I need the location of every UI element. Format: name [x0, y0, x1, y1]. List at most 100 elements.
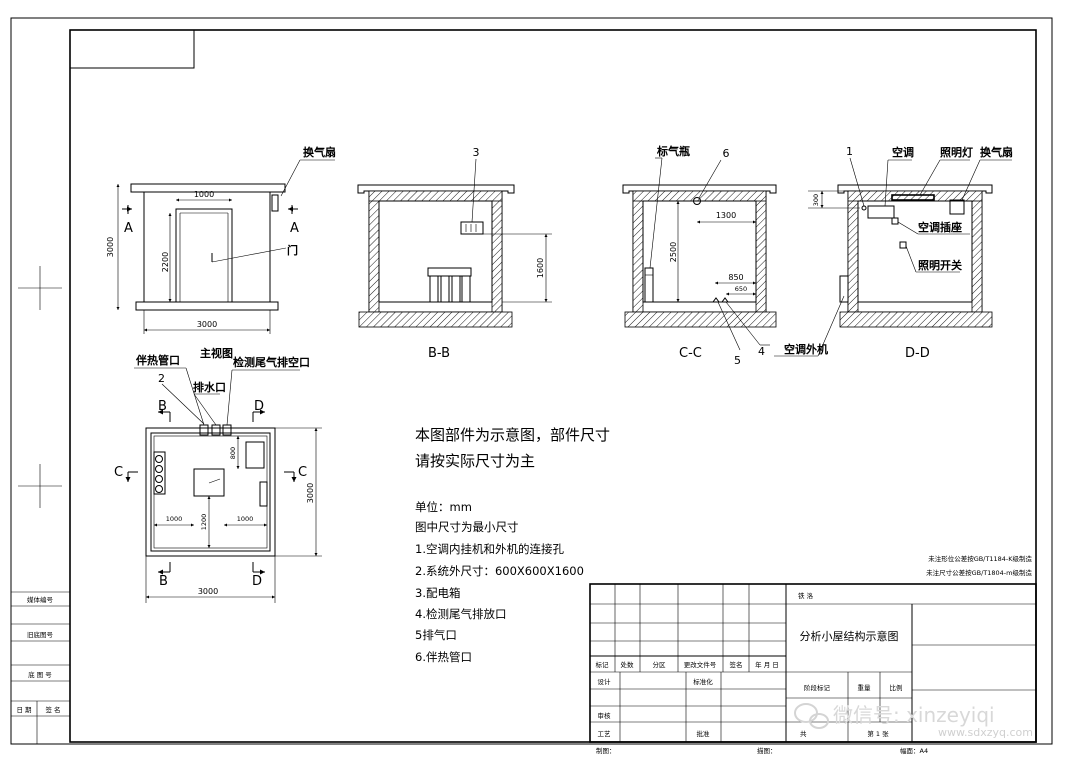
plan-dim-3000h: 3000 — [198, 587, 218, 596]
wechat-icon — [794, 703, 829, 729]
notes-heading-line2: 请按实际尺寸为主 — [415, 452, 535, 470]
bb-caption: B-B — [428, 346, 450, 361]
tb-scale: 比例 — [890, 683, 903, 692]
plan-dim-1000a: 1000 — [166, 515, 183, 523]
cc-dim-1300: 1300 — [716, 211, 736, 220]
notes-item-1: 1.空调内挂机和外机的连接孔 — [415, 542, 564, 556]
title-block: 标记 处数 分区 更改文件号 签名 年 月 日 设计 标准化 审核 工艺 批准 … — [589, 583, 1037, 743]
front-view: 换气扇 门 A A 1000 2200 3000 3000 主视图 — [106, 145, 336, 360]
front-dim-height: 3000 — [106, 237, 115, 257]
left-strip: 媒体编号 旧底图号 底 图 号 日 期 签 名 — [11, 591, 70, 744]
tb-drawing-title: 分析小屋结构示意图 — [800, 629, 899, 643]
tb-stage: 阶段标记 — [804, 683, 831, 692]
front-view-caption: 主视图 — [200, 346, 233, 360]
front-section-a-right: A — [290, 221, 299, 236]
tolerance-notes: 未注形位公差按GB/T1184-K级制造 未注尺寸公差按GB/T1804-m级制… — [926, 554, 1032, 577]
plan-gas-cylinders — [153, 451, 166, 495]
dd-section-view: 300 1 空调 照明灯 换气扇 空调插座 照明开关 空调外机 D — [774, 145, 1013, 361]
strip-old-drawing-no: 旧底图号 — [27, 630, 54, 639]
dd-fan-label: 换气扇 — [980, 145, 1013, 159]
front-dim-width: 3000 — [197, 320, 217, 329]
plan-ac-unit — [245, 441, 265, 469]
plan-dim-3000v: 3000 — [306, 483, 315, 503]
dd-caption: D-D — [905, 346, 930, 361]
cc-gas-label: 标气瓶 — [656, 144, 690, 158]
strip-drawing-no: 底 图 号 — [28, 670, 52, 679]
tb-signature: 签名 — [730, 660, 743, 669]
cc-callout-6: 6 — [723, 147, 730, 160]
notes-min-size: 图中尺寸为最小尺寸 — [415, 520, 519, 534]
tolerance-line2: 未注尺寸公差按GB/T1804-m级制造 — [926, 568, 1032, 577]
front-section-a-left: A — [124, 221, 133, 236]
cc-section-view: 标气瓶 6 1300 2500 850 650 4 5 C-C — [622, 144, 777, 367]
plan-callout-2: 2 — [158, 372, 165, 385]
plan-drain-label: 排水口 — [193, 380, 226, 394]
front-dim-door-height: 2200 — [161, 252, 170, 272]
tb-standard: 标准化 — [693, 677, 713, 686]
strip-date: 日 期 — [16, 706, 32, 714]
dd-callout-1: 1 — [846, 145, 853, 158]
cc-caption: C-C — [679, 346, 702, 361]
footer-traced: 描图： — [757, 746, 777, 755]
notes-item-6: 6.伴热管口 — [415, 650, 472, 664]
dd-outdoor-unit — [839, 275, 849, 303]
tb-change-doc: 更改文件号 — [684, 660, 717, 669]
bb-dim-1600: 1600 — [536, 258, 545, 278]
front-fan-label: 换气扇 — [303, 145, 336, 159]
tb-review: 审核 — [598, 711, 612, 720]
distribution-box — [460, 221, 484, 235]
tolerance-line1: 未注形位公差按GB/T1184-K级制造 — [928, 554, 1032, 563]
plan-view: 伴热管口 2 排水口 检测尾气排空口 800 1000 1200 1000 — [114, 353, 322, 603]
tb-date: 年 月 日 — [755, 660, 779, 669]
dd-ac-label: 空调 — [892, 145, 914, 159]
plan-section-c-right: C — [298, 465, 307, 480]
notes-item-3: 3.配电箱 — [415, 586, 460, 600]
tb-count: 处数 — [621, 660, 635, 669]
sheet-frame — [10, 17, 1053, 745]
watermark-main: 微信号: xinzeyiqi — [833, 703, 995, 727]
plan-tracing-label: 伴热管口 — [135, 353, 180, 367]
plan-dim-1000b: 1000 — [237, 515, 254, 523]
tb-approve: 批准 — [697, 729, 711, 738]
plan-system-cabinet — [193, 468, 225, 497]
tb-process: 工艺 — [598, 730, 612, 738]
plan-section-b-top: B — [158, 399, 167, 414]
footer-format: 幅面：A4 — [900, 746, 928, 755]
notes-item-2: 2.系统外尺寸：600X600X1600 — [415, 564, 584, 578]
plan-dim-800: 800 — [229, 447, 237, 459]
cc-dim-850: 850 — [728, 273, 743, 282]
dd-outdoor-label: 空调外机 — [784, 342, 828, 356]
cc-callout-5: 5 — [734, 354, 741, 367]
bb-section-view: 3 1600 B-B — [357, 146, 552, 361]
dd-light — [891, 194, 935, 201]
sheet-footer: 制图： 描图： 幅面：A4 — [596, 746, 928, 755]
gas-cylinder — [644, 267, 654, 303]
dd-light-label: 照明灯 — [940, 145, 973, 159]
tb-sheet-no: 第 1 张 — [867, 729, 889, 738]
bb-equipment — [427, 267, 472, 303]
front-door-label: 门 — [287, 243, 298, 257]
footer-drawn: 制图： — [596, 746, 616, 755]
plan-section-b-bottom: B — [159, 574, 168, 589]
dd-ac-unit — [867, 205, 895, 219]
bb-callout-3: 3 — [473, 146, 480, 159]
notes-item-4: 4.检测尾气排放口 — [415, 607, 506, 621]
dd-socket-label: 空调插座 — [918, 220, 962, 234]
tb-weight: 重量 — [858, 684, 872, 692]
plan-section-c-left: C — [114, 465, 123, 480]
cc-dim-650: 650 — [735, 285, 747, 293]
plan-section-d-bottom: D — [252, 574, 262, 589]
front-dim-door-width: 1000 — [194, 190, 214, 199]
dd-switch — [899, 241, 907, 249]
strip-media-no: 媒体编号 — [27, 595, 54, 604]
plan-dim-1200: 1200 — [200, 514, 208, 531]
tb-total-sheets: 共 — [800, 729, 807, 738]
notes-unit: 单位：mm — [415, 500, 472, 514]
watermark: 微信号: xinzeyiqi www.sdxzyq.com — [794, 703, 1033, 739]
notes-heading-line1: 本图部件为示意图，部件尺寸 — [415, 426, 610, 444]
plan-section-d-top: D — [254, 399, 264, 414]
dd-fan — [949, 199, 965, 215]
notes-block: 本图部件为示意图，部件尺寸 请按实际尺寸为主 单位：mm 图中尺寸为最小尺寸 1… — [415, 426, 610, 664]
plan-exhaust-label: 检测尾气排空口 — [233, 355, 310, 369]
